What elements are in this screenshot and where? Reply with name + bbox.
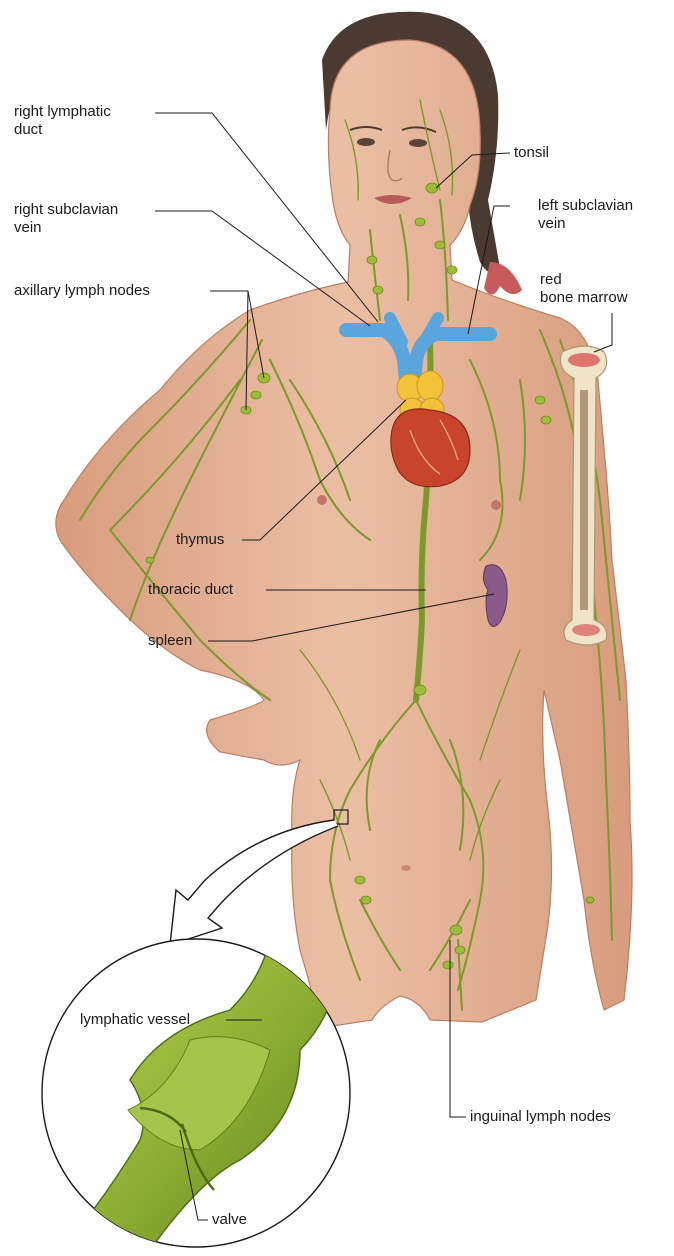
label-left-subclavian-vein: left subclavian vein xyxy=(538,197,633,233)
label-valve: valve xyxy=(212,1211,247,1229)
label-right-lymphatic-duct: right lymphatic duct xyxy=(14,103,111,139)
label-thymus: thymus xyxy=(176,531,224,549)
label-spleen: spleen xyxy=(148,632,192,650)
marrow-bottom xyxy=(572,624,600,636)
label-thoracic-duct: thoracic duct xyxy=(148,581,233,599)
left-eye xyxy=(409,139,427,147)
line-red-bone-marrow xyxy=(594,313,612,352)
right-eye xyxy=(357,138,375,146)
hair-ribbon xyxy=(484,262,522,295)
label-tonsil: tonsil xyxy=(514,144,549,162)
label-red-bone-marrow: red bone marrow xyxy=(540,271,628,307)
inset-circle xyxy=(42,939,350,1250)
navel xyxy=(401,865,411,871)
label-right-subclavian-vein: right subclavian vein xyxy=(14,201,118,237)
marrow-top xyxy=(568,353,600,367)
inguinal-node xyxy=(450,925,462,935)
heart xyxy=(391,409,470,487)
label-inguinal-lymph-nodes: inguinal lymph nodes xyxy=(470,1108,611,1126)
body-figure xyxy=(56,12,632,1028)
label-lymphatic-vessel: lymphatic vessel xyxy=(80,1011,190,1029)
left-nipple xyxy=(491,500,501,510)
right-nipple xyxy=(317,495,327,505)
marrow-cavity xyxy=(580,390,588,610)
label-axillary-lymph-nodes: axillary lymph nodes xyxy=(14,282,150,300)
